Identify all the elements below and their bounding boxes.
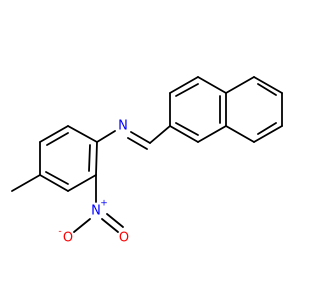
ring-bond xyxy=(253,76,283,94)
nitro-n-o-double-bond xyxy=(106,213,124,228)
ring-bond xyxy=(39,174,69,192)
nitro-oxygen-single-charge: - xyxy=(58,227,61,237)
nitro-nitrogen-label: N xyxy=(91,204,101,219)
ring-bond xyxy=(67,125,98,143)
imine-carbon-ring-bond xyxy=(149,125,171,144)
ring-bond xyxy=(169,125,199,143)
nitrotoluene-ring xyxy=(39,125,98,192)
ring-double-bond xyxy=(45,171,69,185)
ring-double-bond xyxy=(46,132,69,146)
ring-bond xyxy=(95,141,98,176)
imine-c-n-bond xyxy=(130,131,151,144)
ring-bond xyxy=(197,76,227,94)
ring-bond xyxy=(39,125,69,143)
ring-bond xyxy=(169,76,199,94)
ring-double-bond xyxy=(175,83,199,97)
nitro-oxygen-double-label: O xyxy=(119,231,129,246)
ring-bond xyxy=(225,76,255,94)
chemical-structure-diagram: N N + O - O xyxy=(11,76,283,246)
nitro-nitrogen-charge: + xyxy=(100,199,108,209)
nitro-n-o-double-bond xyxy=(101,218,119,233)
molecule-svg: N N + O - O xyxy=(11,76,283,246)
ring-bond xyxy=(67,174,97,192)
ring-double-bond xyxy=(257,122,277,135)
ring-bond xyxy=(197,125,227,143)
nitro-oxygen-single-label: O xyxy=(63,231,73,246)
nitro-n-o-single-bond xyxy=(73,218,91,233)
aryl-imine-bond xyxy=(96,130,116,143)
ring-double-bond xyxy=(175,122,199,136)
imine-nitrogen-label: N xyxy=(118,119,128,134)
methyl-bond xyxy=(11,174,41,192)
ring-bond xyxy=(225,125,255,143)
ring-double-bond xyxy=(88,144,91,172)
naphthalene-ring xyxy=(169,76,283,143)
ring-bond xyxy=(253,125,283,143)
imine-c-n-double-bond xyxy=(127,137,148,150)
ring-double-bond xyxy=(257,83,277,96)
